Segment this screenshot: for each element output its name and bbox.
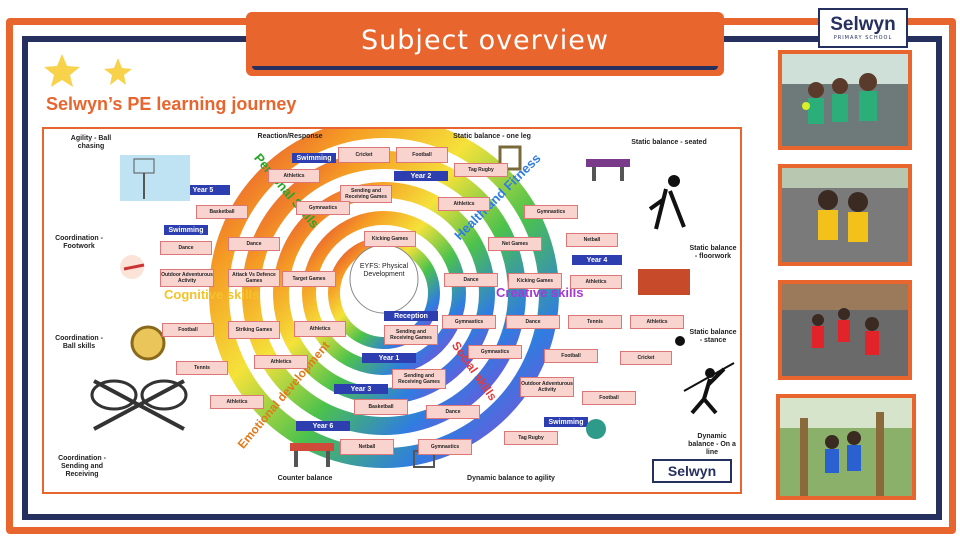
activity-box: Basketball — [196, 205, 248, 219]
activity-box: Basketball — [354, 399, 408, 415]
year-6: Year 6 — [296, 421, 350, 431]
skill-cognitive: Cognitive skills — [164, 287, 260, 302]
poster-logo-text: Selwyn — [667, 463, 717, 479]
activity-box: Gymnastics — [418, 439, 472, 455]
photo-children-red — [778, 280, 912, 380]
activity-box: Athletics — [254, 355, 308, 369]
activity-box: Kicking Games — [508, 273, 562, 289]
label-dynamic-line: Dynamic balance - On a line — [688, 433, 736, 456]
year-2: Year 2 — [394, 171, 448, 181]
activity-box: Gymnastics — [296, 201, 350, 215]
activity-box: Kicking Games — [364, 231, 416, 247]
year-3: Year 3 — [334, 384, 388, 394]
label-floorwork: Static balance - floorwork — [689, 245, 737, 260]
photo-scene — [780, 398, 912, 496]
stars-decoration — [44, 54, 132, 87]
ring-3 — [302, 211, 466, 375]
activity-box: Tag Rugby — [504, 431, 558, 445]
activity-box: Netball — [566, 233, 618, 247]
activity-box: Tennis — [568, 315, 622, 329]
activity-box: Athletics — [268, 169, 320, 183]
label-reaction: Reaction/Response — [257, 133, 323, 140]
activity-box: Net Games — [488, 237, 542, 251]
activity-box: Dance — [160, 241, 212, 255]
photo-children-yellow — [778, 164, 912, 266]
activity-box: Dance — [228, 237, 280, 251]
activity-box: Target Games — [282, 271, 336, 287]
activity-box: Outdoor Adventurous Activity — [160, 269, 214, 287]
activity-box: Athletics — [210, 395, 264, 409]
swimming-tag: Swimming — [544, 417, 588, 427]
year-reception: Reception — [384, 311, 438, 321]
activity-box: Athletics — [438, 197, 490, 211]
photo-scene — [782, 54, 908, 146]
activity-box: Gymnastics — [524, 205, 578, 219]
activity-box: Football — [162, 323, 214, 337]
subtitle: Selwyn’s PE learning journey — [46, 94, 297, 114]
label-dynamic-agility: Dynamic balance to agility — [467, 475, 555, 482]
activity-box: Cricket — [620, 351, 672, 365]
activity-box: Netball — [340, 439, 394, 455]
ring-6 — [209, 129, 559, 468]
logo-subtext: PRIMARY SCHOOL — [833, 35, 893, 41]
activity-box: Dance — [426, 405, 480, 419]
center-circle — [349, 244, 419, 314]
label-sending-receiving: Coordination - Sending and Receiving — [58, 455, 106, 478]
activity-box: Athletics — [570, 275, 622, 289]
year-5: Year 5 — [176, 185, 230, 195]
activity-box: Outdoor Adventurous Activity — [520, 377, 574, 397]
label-counter-balance: Counter balance — [277, 475, 333, 482]
photo-scene — [782, 168, 908, 262]
school-logo: Selwyn PRIMARY SCHOOL — [818, 8, 908, 48]
activity-box: Attack Vs Defence Games — [228, 269, 280, 287]
label-ball-skills: Coordination - Ball skills — [55, 335, 103, 350]
center-label: EYFS: Physical Development — [359, 263, 409, 278]
activity-box: Gymnastics — [442, 315, 496, 329]
pe-journey-poster: EYFS: Physical Development Personal Skil… — [42, 127, 742, 494]
activity-box: Athletics — [294, 321, 346, 337]
label-agility: Agility - Ball chasing — [70, 135, 112, 150]
label-static-one-leg: Static balance - one leg — [453, 133, 531, 140]
activity-box: Athletics — [630, 315, 684, 329]
activity-box: Tag Rugby — [454, 163, 508, 177]
year-4: Year 4 — [572, 255, 622, 265]
activity-box: Football — [396, 147, 448, 163]
title-banner: Subject overview — [252, 14, 718, 70]
spiral-graphic — [209, 129, 559, 468]
activity-box: Football — [582, 391, 636, 405]
activity-box: Dance — [506, 315, 560, 329]
poster-logo: Selwyn — [652, 459, 732, 483]
activity-box: Dance — [444, 273, 498, 287]
photo-scene — [782, 284, 908, 376]
label-stance: Static balance - stance — [689, 329, 737, 344]
activity-box: Sending and Receiving Games — [384, 325, 438, 345]
skill-creative: Creative skills — [496, 285, 584, 300]
activity-box: Striking Games — [228, 321, 280, 339]
activity-box: Cricket — [338, 147, 390, 163]
star-icon — [44, 54, 80, 87]
photo-children-climbing — [776, 394, 916, 500]
year-1: Year 1 — [362, 353, 416, 363]
activity-box: Football — [544, 349, 598, 363]
activity-box: Sending and Receiving Games — [392, 369, 446, 389]
logo-text: Selwyn — [830, 14, 896, 35]
label-footwork: Coordination - Footwork — [55, 235, 103, 250]
slide-title: Subject overview — [361, 24, 609, 56]
swimming-tag: Swimming — [292, 153, 336, 163]
swimming-tag: Swimming — [164, 225, 208, 235]
label-static-seated: Static balance - seated — [631, 139, 707, 146]
star-icon — [104, 58, 132, 85]
activity-box: Sending and Receiving Games — [340, 185, 392, 203]
photo-children-balls — [778, 50, 912, 150]
activity-box: Gymnastics — [468, 345, 522, 359]
activity-box: Tennis — [176, 361, 228, 375]
